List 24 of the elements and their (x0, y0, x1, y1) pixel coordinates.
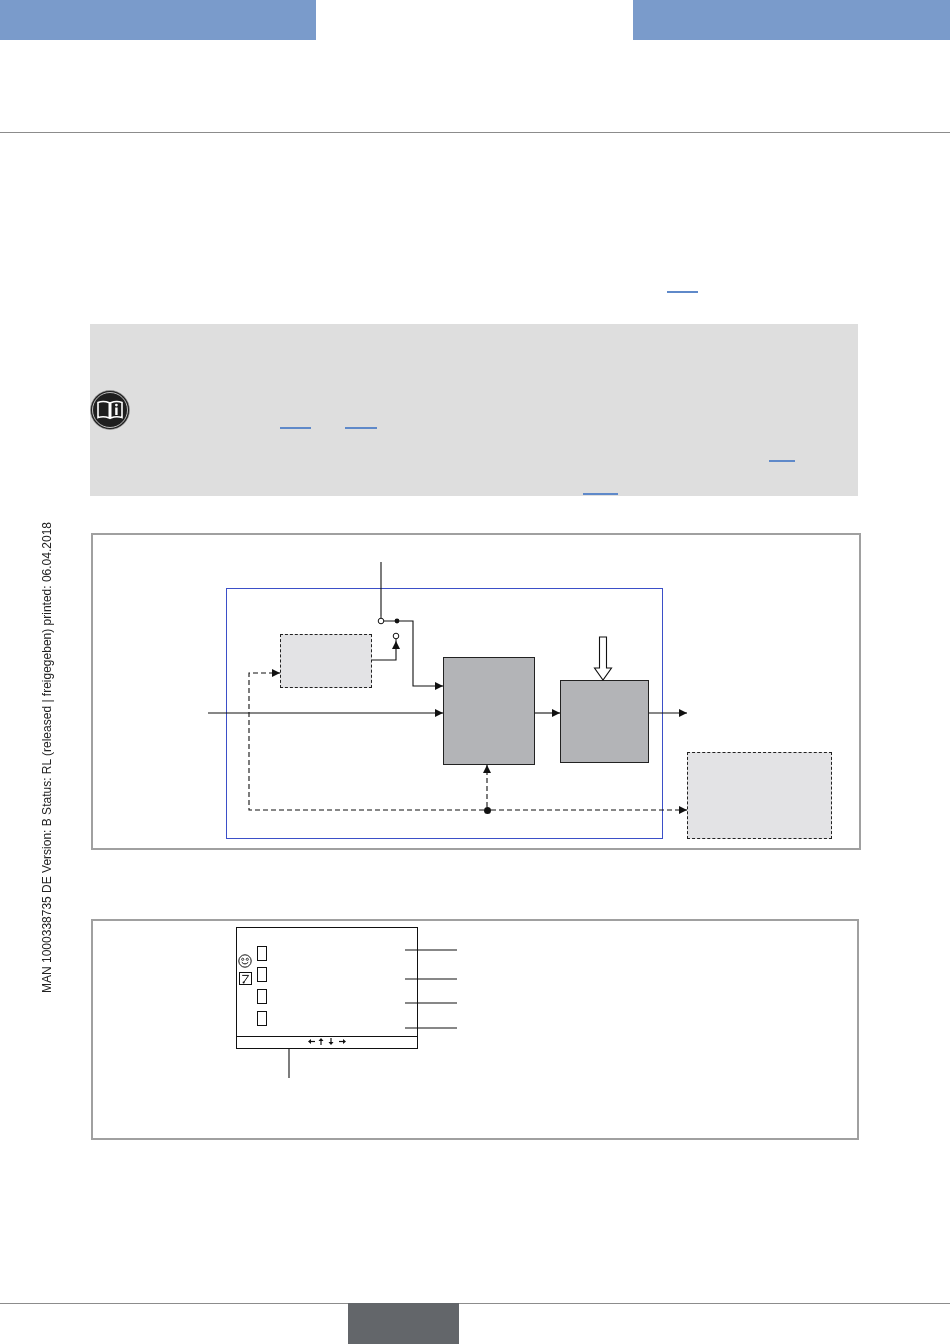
arrow (207, 709, 444, 717)
signal-line (380, 561, 382, 617)
leader-line (404, 978, 458, 980)
arrow (248, 669, 485, 811)
document-info-text: MAN 1000338735 DE Version: B Status: RL (released | freigegeben) printed: 06.04.2018 (40, 522, 54, 993)
display-screen (236, 927, 418, 1049)
arrow (648, 709, 688, 717)
process-box (560, 680, 649, 763)
leader-line (404, 949, 458, 951)
arrow (490, 806, 688, 814)
arrow (371, 640, 400, 661)
process-box (443, 657, 535, 765)
leader-line (404, 1002, 458, 1004)
switch-symbol (377, 616, 402, 641)
leader-line (404, 1027, 458, 1029)
leader-line (288, 1048, 290, 1079)
arrow (483, 764, 491, 808)
hollow-arrow (593, 636, 613, 681)
dashed-box (280, 634, 372, 688)
group-frame (226, 588, 663, 839)
dashed-box (687, 752, 832, 839)
arrow (401, 620, 444, 690)
junction-dot (484, 807, 491, 814)
arrow (534, 709, 561, 717)
